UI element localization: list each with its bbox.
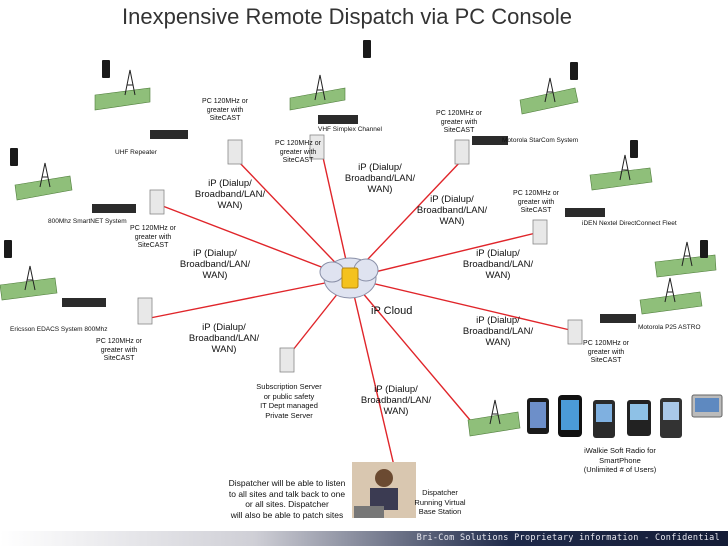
link-starcom bbox=[349, 159, 463, 279]
system-label-uhf: UHF Repeater bbox=[115, 149, 157, 156]
handheld-radio-icon bbox=[10, 148, 18, 166]
system-label-starcom: Motorola StarCom System bbox=[502, 137, 579, 144]
handheld-radio-icon bbox=[570, 62, 578, 80]
tower-icon bbox=[489, 399, 501, 425]
wan-label: iP (Dialup/Broadband/LAN/WAN) bbox=[416, 194, 488, 227]
wan-label: iP (Dialup/Broadband/LAN/WAN) bbox=[194, 178, 266, 211]
wan-label: iP (Dialup/Broadband/LAN/WAN) bbox=[360, 384, 432, 417]
pc-tower-icon bbox=[137, 297, 153, 325]
tower-icon bbox=[544, 77, 556, 103]
pc-tower-icon bbox=[309, 134, 325, 160]
site-pad-iden-1 bbox=[589, 167, 653, 191]
base-radio-icon bbox=[150, 130, 188, 139]
system-label-edacs: Ericsson EDACS System 800Mhz bbox=[10, 326, 108, 333]
pc-tower-icon bbox=[532, 219, 548, 245]
handheld-radios bbox=[4, 40, 708, 258]
base-radio-icon bbox=[92, 204, 136, 213]
pc-tower-icon bbox=[567, 319, 583, 345]
system-label-vhf: VHF Simplex Channel bbox=[318, 126, 382, 133]
pc-tower-icon bbox=[227, 139, 243, 165]
site-pads bbox=[0, 87, 717, 437]
base-radios bbox=[62, 115, 636, 323]
site-pad-edacs bbox=[0, 277, 58, 301]
wan-label: iP (Dialup/Broadband/LAN/WAN) bbox=[179, 248, 251, 281]
site-pad-iden-2 bbox=[654, 254, 717, 278]
site-pad-p25 bbox=[639, 291, 703, 315]
footer-text: Bri-Com Solutions Proprietary informatio… bbox=[416, 533, 720, 543]
network-links bbox=[149, 134, 571, 471]
handheld-radio-icon bbox=[700, 240, 708, 258]
site-pad-starcom bbox=[519, 87, 579, 115]
wan-label: iP (Dialup/Broadband/LAN/WAN) bbox=[462, 248, 534, 281]
handheld-radio-icon bbox=[363, 40, 371, 58]
link-edacs bbox=[149, 277, 351, 319]
site-pad-uhf bbox=[94, 87, 151, 111]
base-radio-icon bbox=[565, 208, 605, 217]
server-tower-icon bbox=[279, 347, 295, 373]
base-radio-icon bbox=[600, 314, 636, 323]
wan-label: iP (Dialup/Broadband/LAN/WAN) bbox=[344, 162, 416, 195]
site-pad-vhf bbox=[289, 87, 346, 111]
system-label-p25: Motorola P25 ASTRO bbox=[638, 324, 701, 331]
smartphone-group bbox=[527, 394, 723, 438]
base-radio-icon bbox=[472, 136, 508, 145]
link-smartnet bbox=[159, 204, 351, 279]
link-iden bbox=[349, 231, 541, 279]
dispatcher-photo bbox=[352, 462, 416, 518]
radio-towers bbox=[24, 69, 693, 425]
tower-icon bbox=[39, 162, 51, 188]
handheld-radio-icon bbox=[630, 140, 638, 158]
base-radio-icon bbox=[62, 298, 106, 307]
wan-label: iP (Dialup/Broadband/LAN/WAN) bbox=[462, 315, 534, 348]
pc-towers bbox=[137, 134, 583, 373]
site-pad-iwalkie bbox=[467, 411, 521, 437]
tower-icon bbox=[314, 74, 326, 101]
tower-icon bbox=[664, 277, 676, 303]
handheld-radio-icon bbox=[4, 240, 12, 258]
pc-tower-icon bbox=[149, 189, 165, 215]
pc-tower-icon bbox=[454, 139, 470, 165]
link-iwalkie bbox=[349, 277, 471, 421]
link-dispatcher bbox=[349, 277, 396, 471]
wan-label: iP (Dialup/Broadband/LAN/WAN) bbox=[188, 322, 260, 355]
link-uhf bbox=[236, 159, 351, 279]
site-pad-smartnet bbox=[14, 175, 73, 201]
system-label-iden: iDEN Nextel DirectConnect Fleet bbox=[582, 220, 677, 227]
handheld-radio-icon bbox=[102, 60, 110, 78]
ip-cloud-icon bbox=[319, 257, 379, 299]
footer-bar: Bri-Com Solutions Proprietary informatio… bbox=[0, 531, 728, 546]
base-radio-icon bbox=[318, 115, 358, 124]
tower-icon bbox=[24, 265, 36, 291]
tower-icon bbox=[619, 154, 631, 181]
tower-icon bbox=[681, 241, 693, 267]
system-label-smartnet: 800Mhz SmartNET System bbox=[48, 218, 127, 225]
cloud-label: iP Cloud bbox=[371, 305, 413, 317]
tower-icon bbox=[124, 69, 136, 96]
page-title: Inexpensive Remote Dispatch via PC Conso… bbox=[122, 4, 573, 29]
link-p25 bbox=[349, 277, 571, 331]
